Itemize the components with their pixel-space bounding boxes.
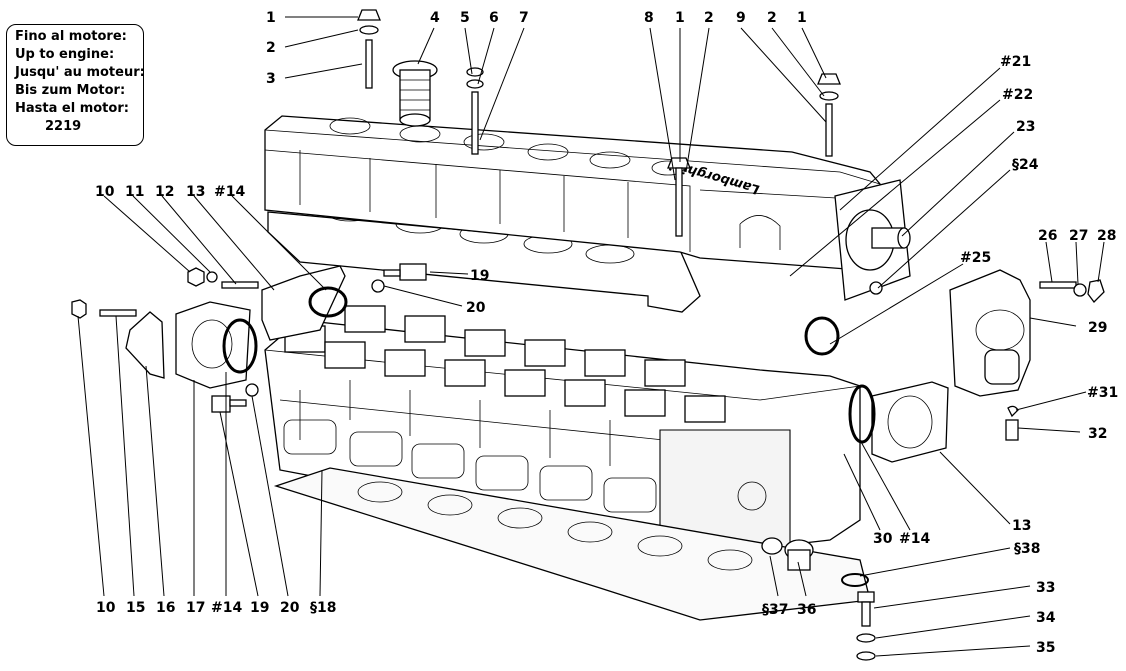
callout-10: 10 [96,600,116,616]
callout-2: 2 [266,40,276,56]
callout-14: #14 [211,600,242,616]
cover-bolts [357,9,841,237]
callout-6: 6 [489,10,499,26]
callout-37: §37 [762,602,788,618]
oil-filler-cap [392,60,438,127]
callout-13: 13 [1012,518,1031,534]
small-hardware [71,263,1105,661]
note-line-en: Up to engine: [15,47,115,62]
callout-3: 3 [266,71,276,87]
right-flange [871,381,949,463]
callout-20: 20 [280,600,300,616]
callout-10: 10 [95,184,115,200]
callout-26: 26 [1038,228,1057,244]
callout-18: §18 [310,600,336,616]
note-line-it: Fino al motore: [15,29,127,44]
callout-33: 33 [1036,580,1055,596]
callout-30: 30 [873,531,893,547]
callout-13: 13 [186,184,205,200]
valve-cover: Lamborghini [264,115,881,271]
callout-36: 36 [797,602,816,618]
callout-2: 2 [704,10,714,26]
callout-38: §38 [1014,541,1040,557]
note-line-de: Bis zum Motor: [15,83,126,98]
callout-25: #25 [960,250,991,266]
callout-1: 1 [797,10,807,26]
breather-fitting [834,179,911,301]
callout-29: 29 [1088,320,1107,336]
callout-7: 7 [519,10,529,26]
o-rings [222,286,876,587]
note-line-es: Hasta el motor: [15,101,129,116]
callout-labels: 1 2 3 4 5 6 7 8 1 2 9 2 1 #21 #22 23 §24… [95,10,1118,656]
callout-22: #22 [1002,87,1033,103]
callout-2: 2 [767,10,777,26]
callout-28: 28 [1097,228,1116,244]
callout-5: 5 [460,10,470,26]
callout-31: #31 [1087,385,1118,401]
callout-14: #14 [899,531,930,547]
callout-32: 32 [1088,426,1107,442]
water-pump-housing [949,269,1031,397]
note-line-fr: Jusqu' au moteur: [15,65,145,80]
callout-19: 19 [470,268,489,284]
callout-16: 16 [156,600,175,616]
callout-12: 12 [155,184,174,200]
leader-lines [77,16,1105,657]
engine-number: 2219 [45,119,82,134]
callout-17: 17 [186,600,205,616]
engine-range-note: Fino al motore: Up to engine: Jusqu' au … [6,24,145,146]
callout-15: 15 [126,600,145,616]
callout-24: §24 [1012,157,1039,173]
callout-19: 19 [250,600,269,616]
callout-11: 11 [125,184,144,200]
callout-8: 8 [644,10,654,26]
callout-9: 9 [736,10,746,26]
callout-1: 1 [266,10,276,26]
callout-20: 20 [466,300,486,316]
callout-14: #14 [214,184,245,200]
callout-34: 34 [1036,610,1056,626]
callout-35: 35 [1036,640,1055,656]
callout-21: #21 [1000,54,1031,70]
callout-1: 1 [675,10,685,26]
callout-27: 27 [1069,228,1088,244]
callout-4: 4 [430,10,440,26]
callout-23: 23 [1016,119,1035,135]
